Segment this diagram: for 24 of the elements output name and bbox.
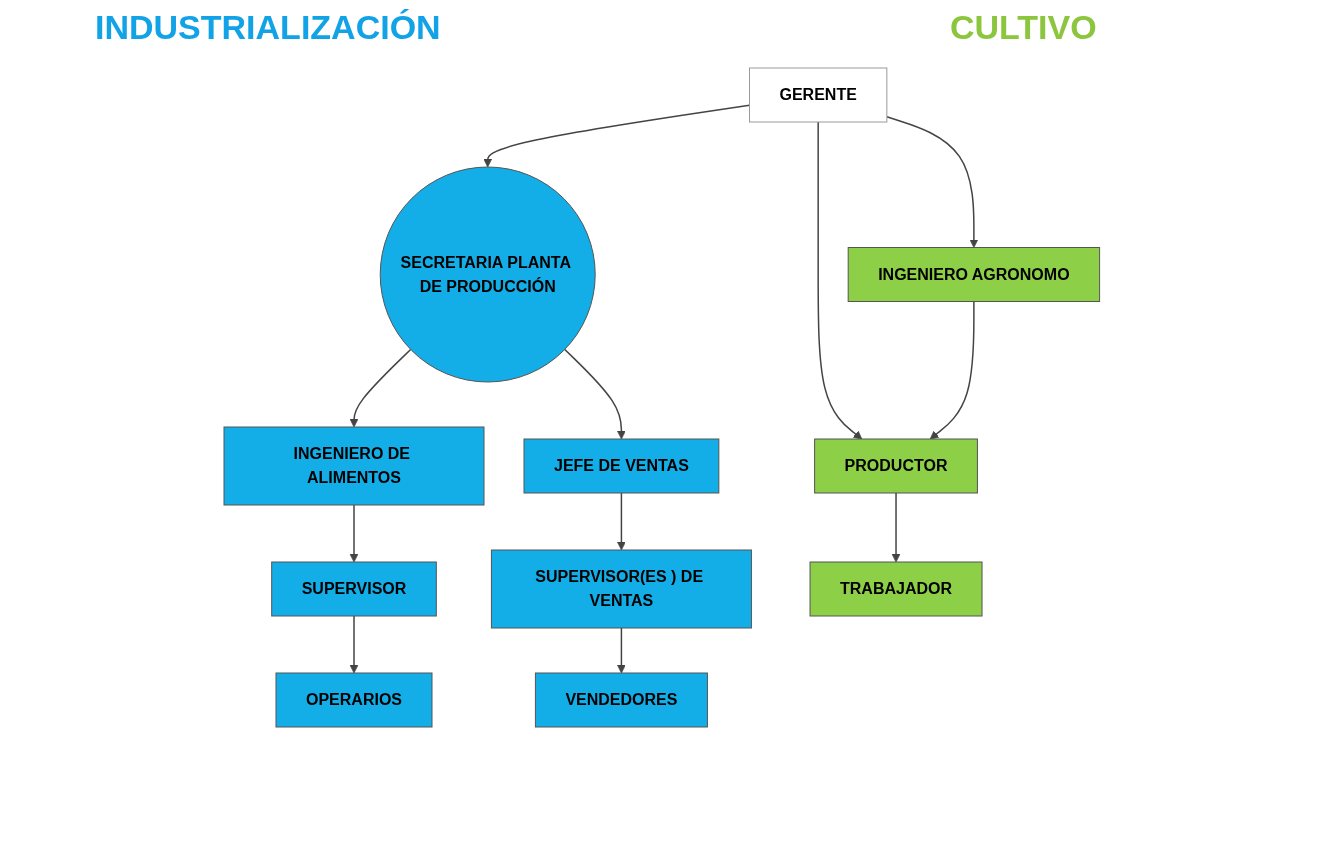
arrow xyxy=(929,300,975,440)
node-box: TRABAJADOR xyxy=(809,561,983,617)
arrow xyxy=(891,492,901,563)
node-box: VENDEDORES xyxy=(534,672,708,728)
node-box: SUPERVISOR xyxy=(270,561,437,617)
node-box: INGENIERO AGRONOMO xyxy=(847,247,1100,302)
arrow xyxy=(483,104,750,168)
node-circle: SECRETARIA PLANTA DE PRODUCCIÓN xyxy=(379,166,596,383)
arrow xyxy=(349,504,359,563)
node-box: INGENIERO DE ALIMENTOS xyxy=(223,426,485,506)
arrow xyxy=(349,348,412,428)
node-box: SUPERVISOR(ES ) DE VENTAS xyxy=(490,549,752,629)
section-heading: INDUSTRIALIZACIÓN xyxy=(95,8,441,47)
arrow xyxy=(349,615,359,674)
node-box: JEFE DE VENTAS xyxy=(523,438,720,494)
arrow xyxy=(563,348,626,440)
node-box: PRODUCTOR xyxy=(813,438,978,494)
node-box: GERENTE xyxy=(748,67,888,123)
arrow xyxy=(616,492,626,551)
arrow xyxy=(885,116,978,248)
node-box: OPERARIOS xyxy=(275,672,433,728)
arrow xyxy=(817,121,862,440)
section-heading: CULTIVO xyxy=(950,8,1097,47)
arrow xyxy=(616,627,626,674)
